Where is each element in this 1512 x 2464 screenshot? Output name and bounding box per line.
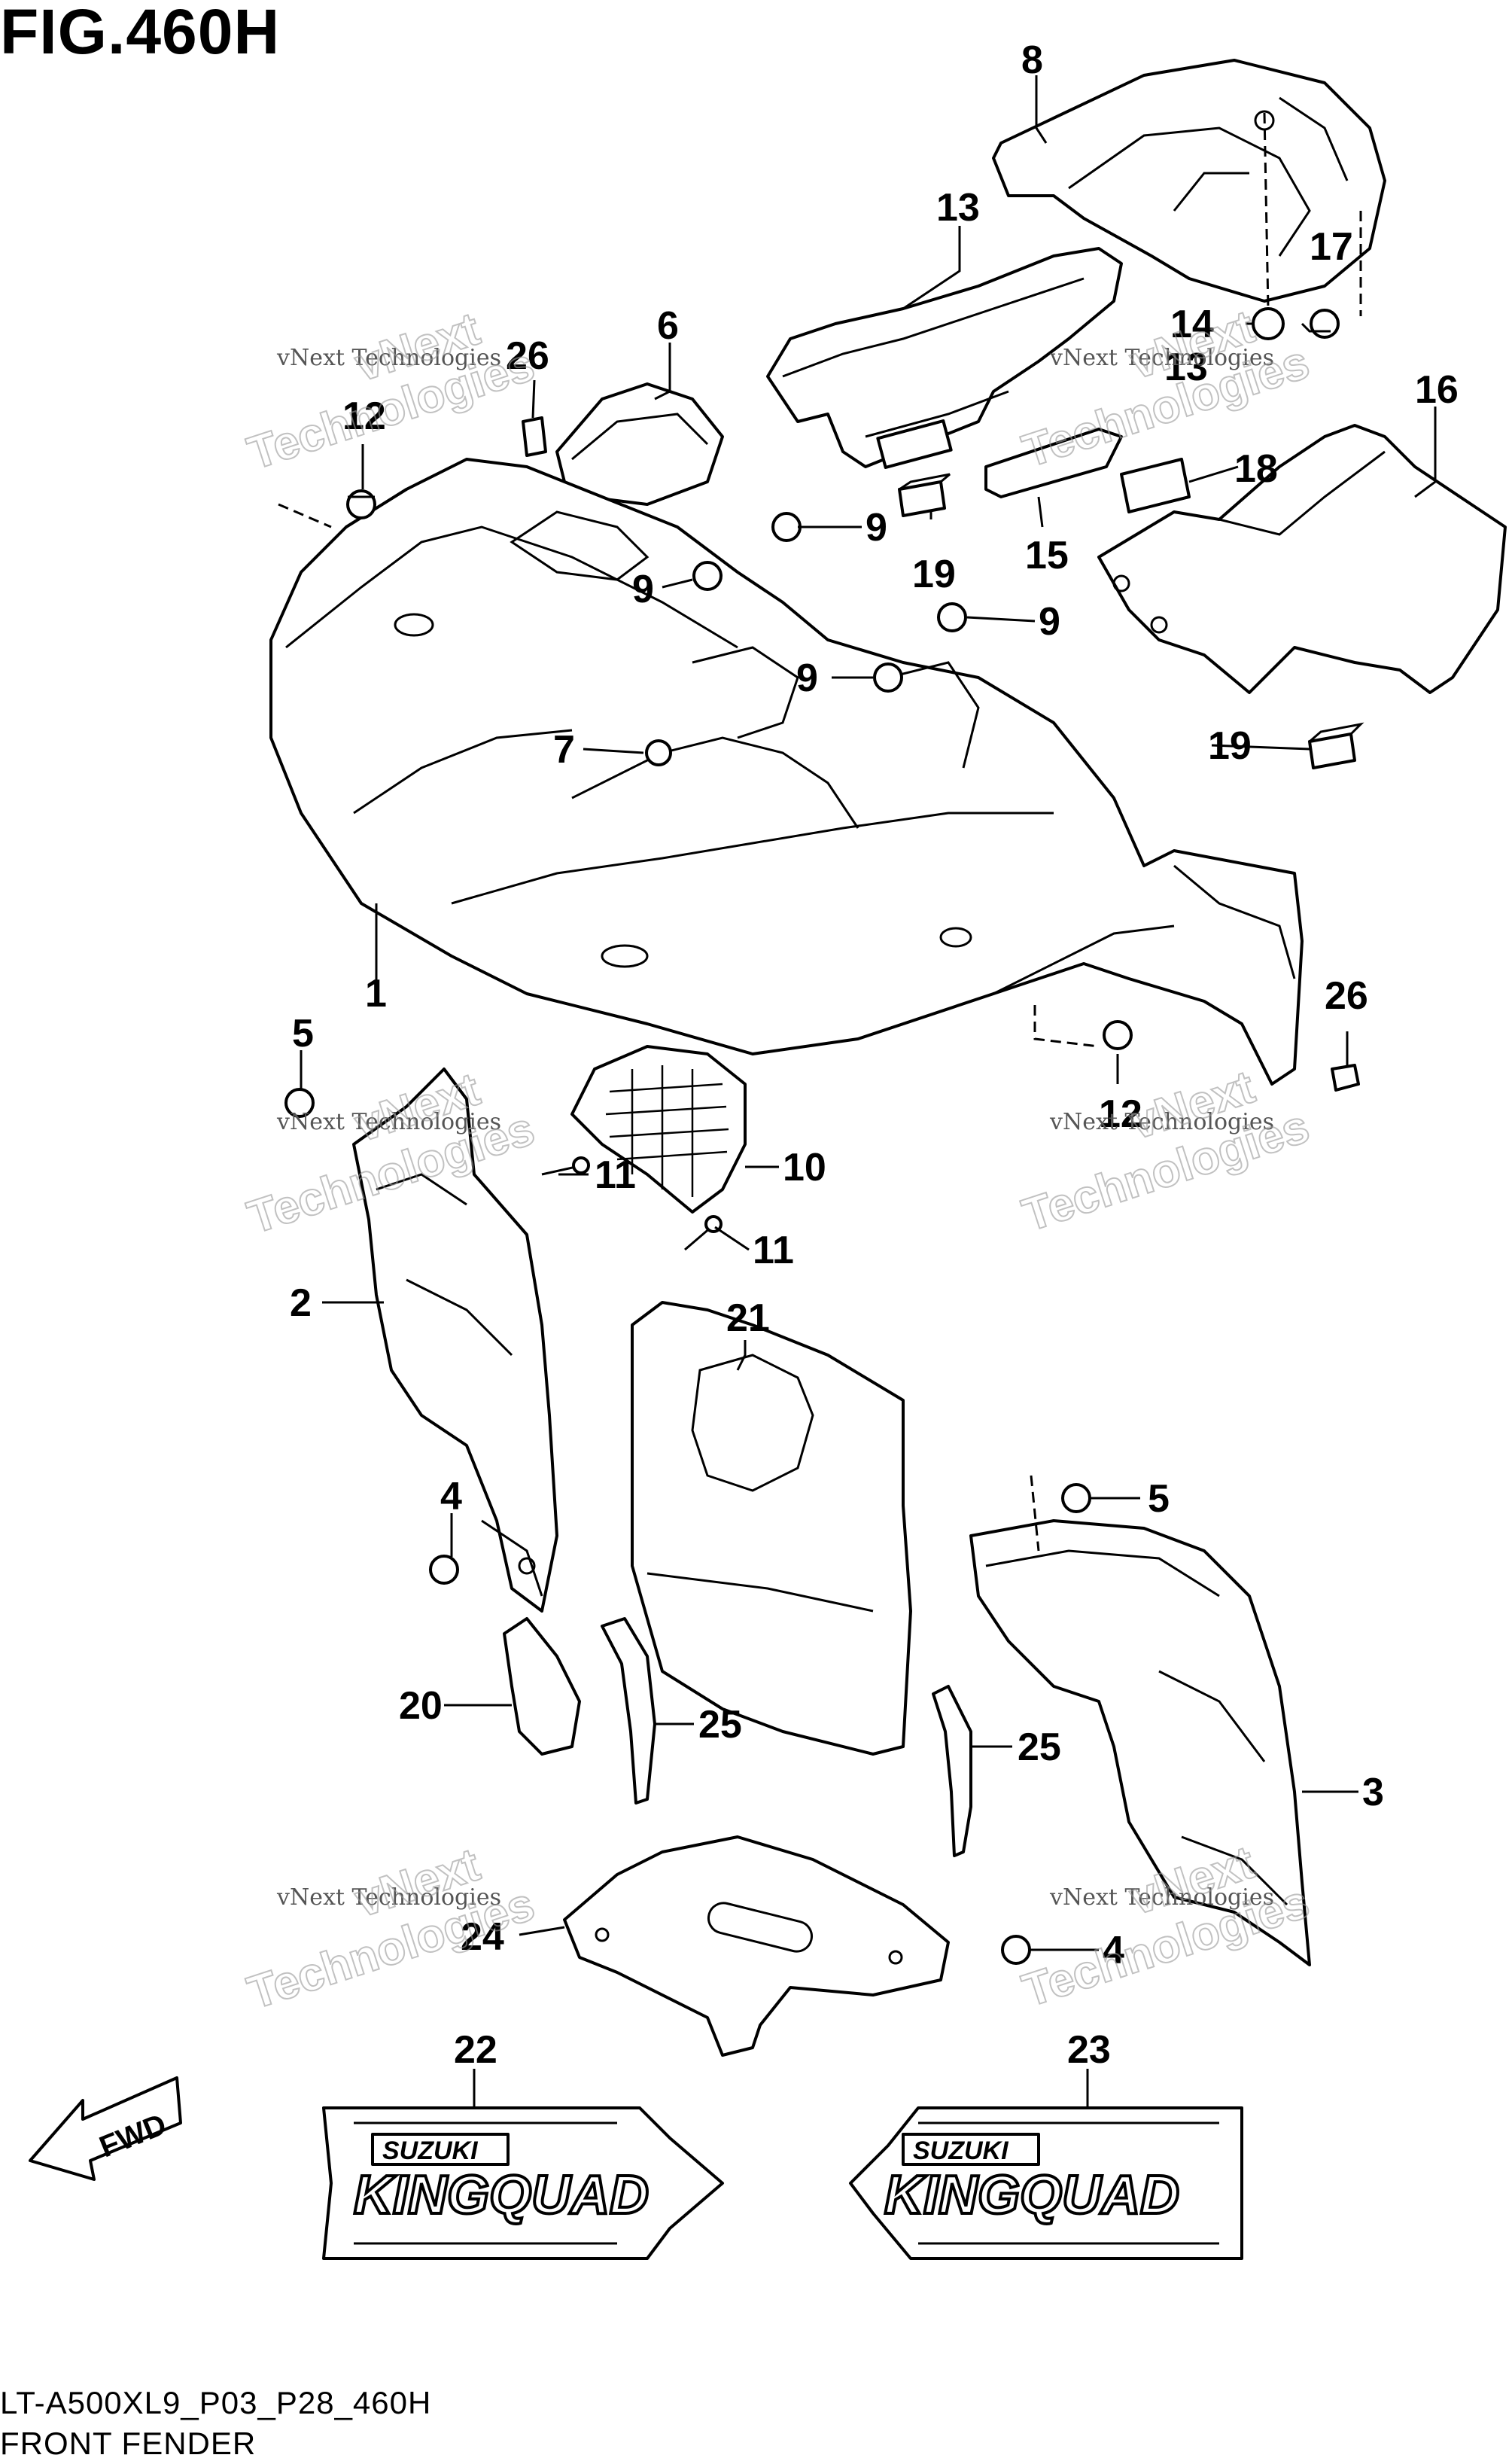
- part-13-bracket: [766, 247, 1123, 469]
- callout-5-a: 5: [292, 1012, 314, 1055]
- part-15-strip: [984, 428, 1123, 498]
- callout-9-a: 9: [866, 506, 887, 550]
- fastener-7: [645, 739, 672, 766]
- callout-19-a: 19: [912, 553, 956, 596]
- fastener-12-b: [1103, 1020, 1133, 1050]
- callout-7: 7: [553, 728, 575, 772]
- decal-model-left: KINGQUAD: [354, 2165, 649, 2225]
- watermark-4: vNext Technologies vNext Technologies: [1016, 1060, 1316, 1242]
- callout-12-b: 12: [1099, 1092, 1142, 1136]
- decal-model-right: KINGQUAD: [884, 2165, 1179, 2225]
- callout-14: 14: [1170, 303, 1214, 346]
- fastener-11-b: [684, 1215, 723, 1251]
- decal-brand-left: SUZUKI: [382, 2137, 479, 2165]
- callout-26-b: 26: [1325, 974, 1368, 1018]
- fastener-26-a: [522, 416, 547, 457]
- figure-name: FRONT FENDER: [0, 2426, 257, 2461]
- callout-3: 3: [1362, 1771, 1384, 1814]
- fastener-4-a: [429, 1555, 459, 1585]
- fastener-9-d: [873, 662, 903, 693]
- svg-text:vNext Technologies: vNext Technologies: [276, 1109, 501, 1135]
- part-18-pad: [1120, 458, 1191, 513]
- part-21-mud-guard: [631, 1301, 912, 1756]
- callout-11-b: 11: [753, 1229, 794, 1272]
- callout-18: 18: [1234, 447, 1278, 491]
- fastener-11-a: [541, 1156, 590, 1176]
- fastener-9-c: [937, 602, 967, 632]
- fastener-26-b: [1331, 1064, 1360, 1092]
- callout-9-b: 9: [632, 568, 654, 611]
- callout-12-a: 12: [342, 394, 386, 438]
- fastener-12-a: [346, 489, 376, 519]
- callout-19-b: 19: [1208, 724, 1252, 768]
- part-25-cable-tie-b: [932, 1685, 972, 1857]
- fastener-5-a: [284, 1088, 315, 1118]
- callout-8: 8: [1021, 38, 1043, 82]
- callout-2: 2: [290, 1281, 312, 1325]
- decal-brand-box-left: [371, 2133, 510, 2166]
- part-19-block-b: [1308, 722, 1364, 769]
- watermark-5: vNext Technologies vNext Technologies: [241, 1838, 541, 2020]
- figure-title: FIG.460H: [0, 0, 281, 67]
- callout-5-b: 5: [1148, 1477, 1170, 1521]
- part-2-left-inner-fender: [352, 1068, 558, 1613]
- callout-15: 15: [1025, 534, 1069, 577]
- callout-13: 13: [936, 186, 980, 230]
- svg-text:vNext Technologies: vNext Technologies: [1049, 345, 1274, 371]
- part-24-skid-plate: [563, 1835, 950, 2057]
- fastener-17: [1310, 309, 1340, 339]
- svg-text:vNext Technologies: vNext Technologies: [1049, 1884, 1274, 1911]
- svg-text:vNext Technologies: vNext Technologies: [276, 1884, 501, 1911]
- part-16-side-panel: [1097, 424, 1507, 694]
- callout-26-a: 26: [506, 334, 549, 378]
- callout-17: 17: [1310, 225, 1353, 269]
- callout-9-d: 9: [796, 656, 818, 700]
- part-20-clip-bracket: [503, 1617, 581, 1756]
- part-3-right-inner-fender: [969, 1519, 1311, 1966]
- callout-6: 6: [657, 304, 679, 348]
- part-8-top-cover: [992, 59, 1386, 303]
- callout-22: 22: [454, 2028, 497, 2072]
- part-1-front-fender: [269, 458, 1304, 1086]
- figure-code: LT-A500XL9_P03_P28_460H: [0, 2385, 432, 2420]
- callout-13-b: 13: [1164, 346, 1208, 389]
- callout-1: 1: [365, 972, 387, 1016]
- leader-lines: [278, 75, 1437, 2108]
- fastener-14: [1252, 307, 1285, 340]
- callout-21: 21: [726, 1296, 770, 1340]
- part-6-cap: [555, 382, 724, 506]
- fastener-4-b: [1001, 1935, 1031, 1965]
- callout-16: 16: [1415, 368, 1459, 412]
- callout-10: 10: [783, 1146, 826, 1189]
- svg-text:vNext Technologies: vNext Technologies: [1049, 1109, 1274, 1135]
- part-19-block-a: [898, 473, 951, 517]
- callout-25-a: 25: [698, 1703, 742, 1747]
- watermark-1: vNext Technologies vNext Technologies: [241, 302, 541, 480]
- fastener-9-a: [771, 512, 802, 542]
- decal-brand-right: SUZUKI: [913, 2137, 1009, 2165]
- part-callouts: 8 13 6 12 26 17 14 13 16 18 15 19 9 9 9 …: [290, 38, 1459, 2072]
- fwd-arrow: FWD: [29, 2076, 182, 2181]
- svg-text:vNext Technologies: vNext Technologies: [276, 345, 501, 371]
- callout-11-a: 11: [595, 1153, 636, 1197]
- part-25-cable-tie-a: [601, 1617, 656, 1805]
- callout-4-b: 4: [1103, 1929, 1124, 1972]
- part-10-grille: [570, 1045, 747, 1214]
- callout-4-a: 4: [440, 1475, 462, 1518]
- fastener-5-b: [1061, 1483, 1091, 1513]
- fastener-9-b: [692, 561, 723, 591]
- callout-24: 24: [461, 1915, 504, 1959]
- callout-23: 23: [1067, 2028, 1111, 2072]
- callout-9-c: 9: [1039, 600, 1060, 644]
- callout-25-b: 25: [1018, 1725, 1061, 1769]
- callout-20: 20: [399, 1684, 443, 1728]
- decal-brand-box-right: [902, 2133, 1040, 2166]
